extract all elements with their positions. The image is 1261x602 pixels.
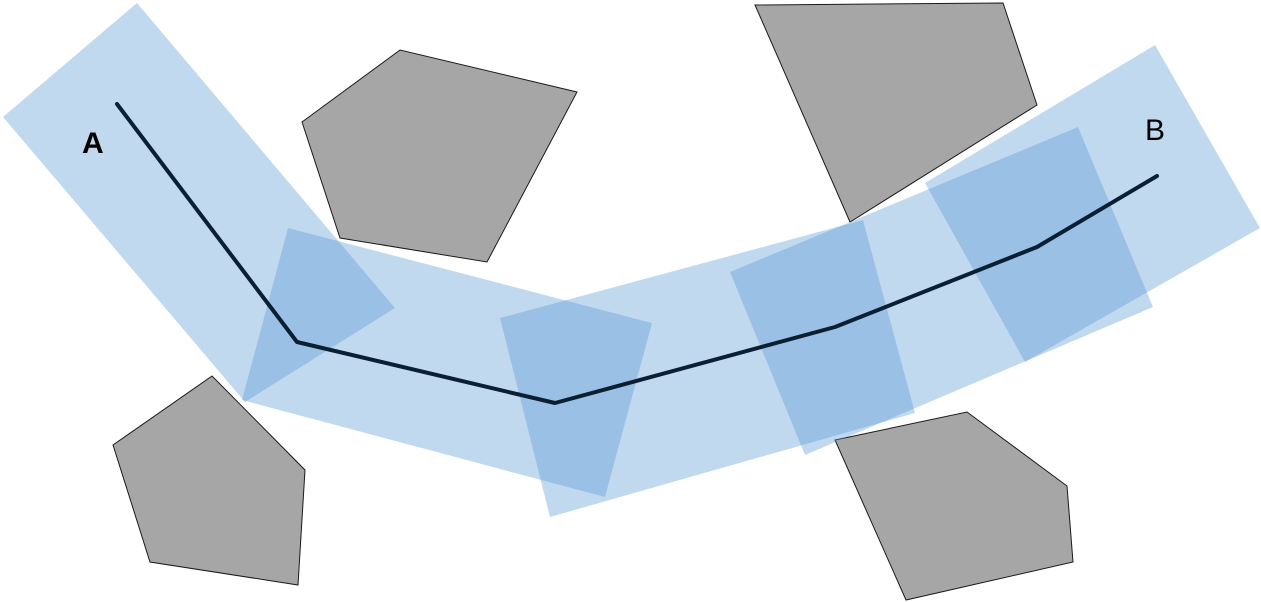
corridor-segment-1 [3, 3, 395, 402]
corridor-segment-5 [925, 45, 1260, 362]
corridor-segment-3 [500, 220, 915, 517]
start-label: A [82, 127, 104, 160]
corridor-segment-2 [242, 228, 652, 497]
planned-path [115, 102, 1159, 405]
corridors [3, 3, 1260, 517]
obstacles [112, 2, 1074, 601]
obstacle-pentagon-top [301, 49, 578, 263]
obstacle-quad-top-right [754, 2, 1038, 223]
corridor-segment-4 [730, 127, 1153, 455]
obstacle-pentagon-bottom-left [112, 375, 306, 586]
end-label: B [1145, 114, 1165, 147]
obstacle-pentagon-bottom-right [834, 411, 1074, 601]
